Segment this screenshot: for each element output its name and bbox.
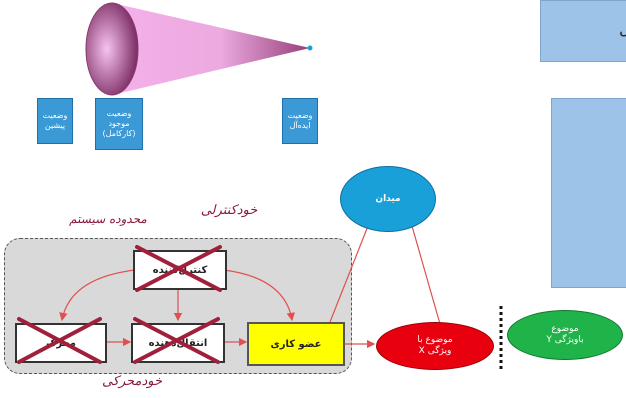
cross-controller-b (135, 245, 222, 292)
line-field-object (411, 225, 441, 325)
cross-transmitter-b (133, 317, 220, 364)
object-y-ellipse: موضوع باویژگی Y (507, 310, 623, 360)
state-previous: وضعیت پیشین (37, 98, 73, 144)
field-ellipse: میدان (340, 166, 436, 232)
arrow-controller-motor (59, 269, 136, 322)
state-ideal: وضعیت ایده‌آل (282, 98, 318, 144)
self-control-label: خودکنترلی (200, 203, 258, 218)
object-x-ellipse: موضوع با ویژگی X (376, 322, 494, 370)
system-boundary-label: محدوده سیستم (69, 212, 147, 226)
top-right-panel: ل (540, 0, 626, 62)
top-right-panel-text: ل (619, 19, 626, 38)
self-motivation-label: خودمحرکی (101, 374, 163, 389)
actuator-label: عضو کاری (270, 338, 322, 350)
middle-right-panel (551, 98, 626, 288)
development-cone (85, 2, 313, 96)
cross-motor-b (17, 317, 102, 364)
state-current: وضعیت موجود (کارکامل) (95, 98, 143, 150)
actuator-box: عضو کاری (247, 322, 345, 366)
line-field-actuator (329, 225, 369, 323)
arrow-controller-actuator (223, 269, 295, 322)
